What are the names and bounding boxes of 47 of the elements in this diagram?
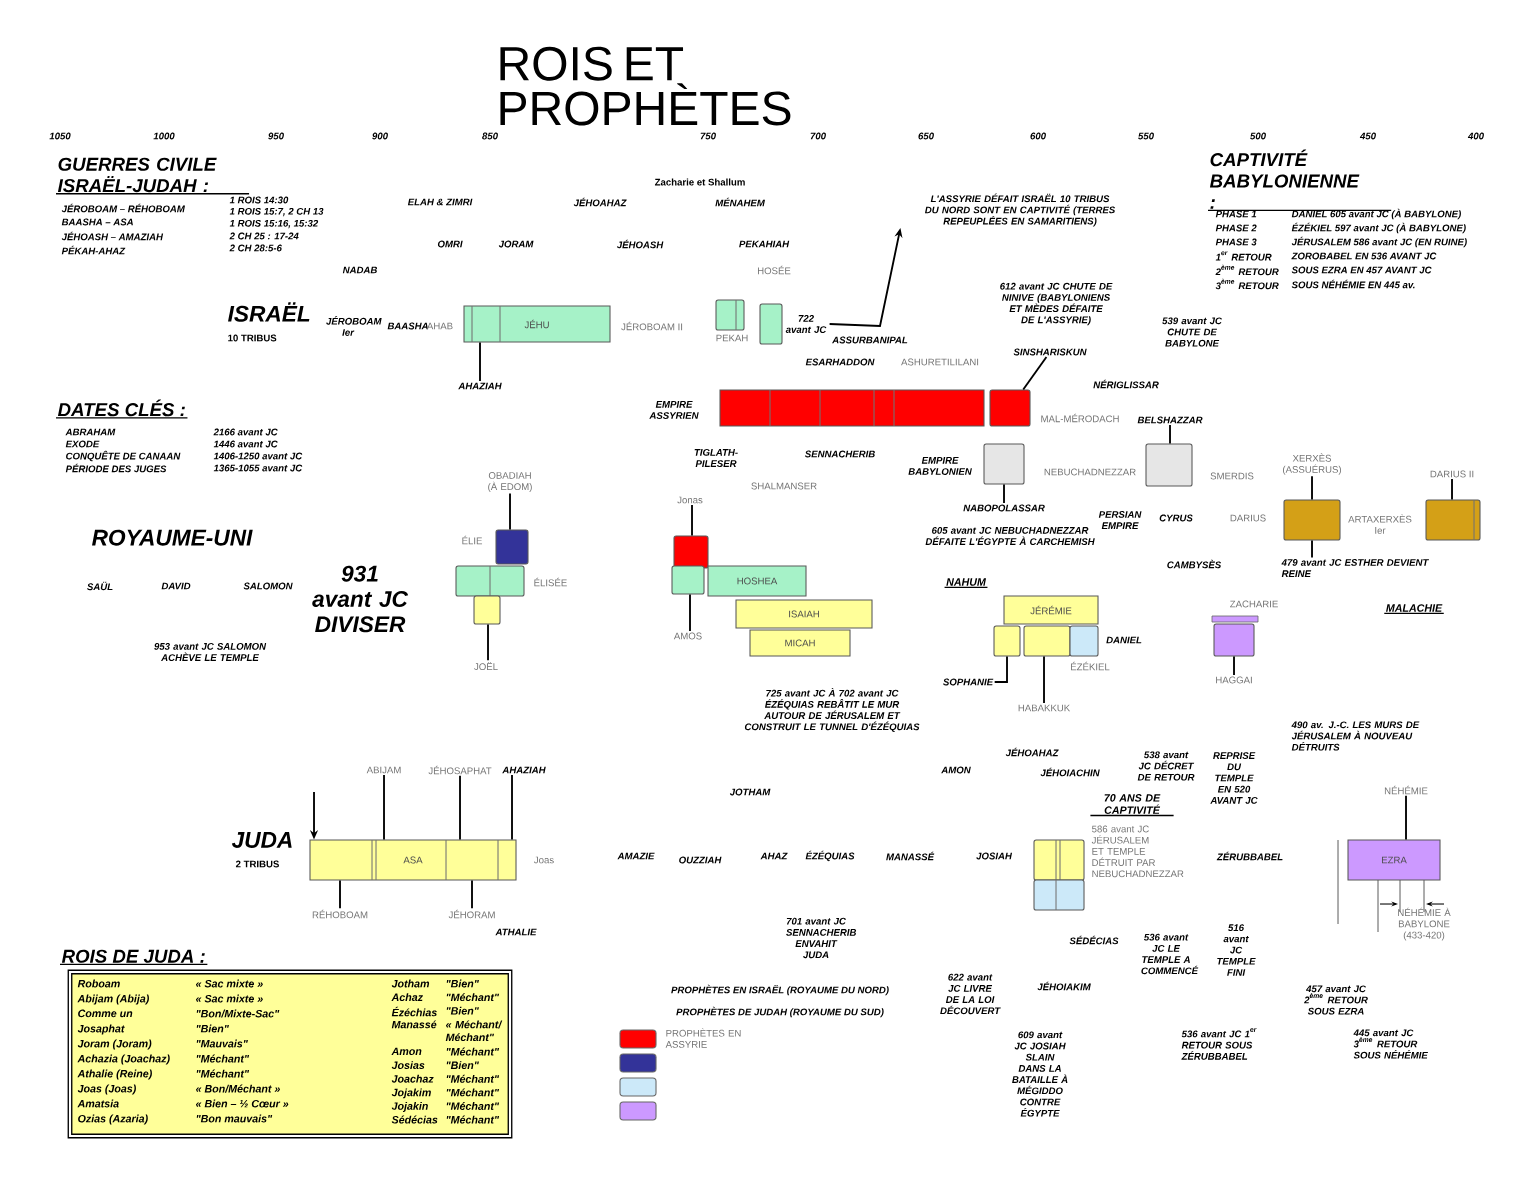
timeline-box	[671, 565, 705, 595]
timeline-box	[495, 529, 529, 565]
timeline-box	[1425, 499, 1481, 541]
leader-line	[383, 774, 385, 841]
leader-line	[1311, 475, 1313, 501]
section-heading: ROIS DE JUDA :	[59, 949, 209, 966]
leader-line	[1169, 424, 1171, 445]
leader-line	[691, 504, 693, 537]
timeline-box	[1211, 615, 1259, 657]
leader-line	[487, 623, 489, 662]
leader-line	[1311, 539, 1313, 559]
timeline-box	[1145, 443, 1193, 487]
timeline-box	[993, 625, 1021, 657]
leader-line	[1003, 483, 1005, 504]
heading-label: 931 avant JC DIVISER	[312, 565, 409, 633]
leader-line	[339, 879, 341, 910]
timeline-box	[1023, 625, 1071, 657]
timeline-box	[1283, 499, 1341, 541]
timeline-box	[473, 595, 501, 625]
timeline-box	[1033, 839, 1085, 881]
leader-line	[511, 774, 513, 841]
timeline-box	[455, 565, 525, 597]
leader-line	[1043, 655, 1045, 704]
timeline-box	[673, 535, 709, 569]
timeline-box	[759, 303, 783, 345]
title: ROIS ET PROPHÈTES	[500, 46, 791, 126]
leader-line	[993, 655, 1008, 683]
leader-line	[1405, 794, 1407, 841]
timeline-box	[1069, 625, 1099, 657]
leader-line	[1233, 655, 1235, 676]
leader-line	[459, 774, 461, 841]
leader-line	[509, 492, 511, 531]
leader-line	[471, 879, 473, 910]
timeline-box	[1033, 879, 1085, 911]
timeline-box	[989, 389, 1031, 427]
leader-line	[479, 341, 481, 383]
section-heading: GUERRES CIVILE ISRAËL-JUDAH :	[55, 157, 250, 195]
section-heading: DATES CLÉS :	[55, 399, 189, 419]
leader-line	[1451, 478, 1453, 501]
leader-line	[689, 593, 691, 632]
timeline-box	[983, 443, 1025, 485]
heading-label: ISRAËL	[228, 302, 310, 322]
timeline-bar	[719, 389, 985, 427]
timeline-box	[715, 299, 745, 331]
heading-label: ROYAUME-UNI	[92, 529, 253, 546]
leader-line	[1022, 356, 1048, 391]
section-heading: CAPTIVITÉ BABYLONIENNE :	[1207, 149, 1392, 212]
